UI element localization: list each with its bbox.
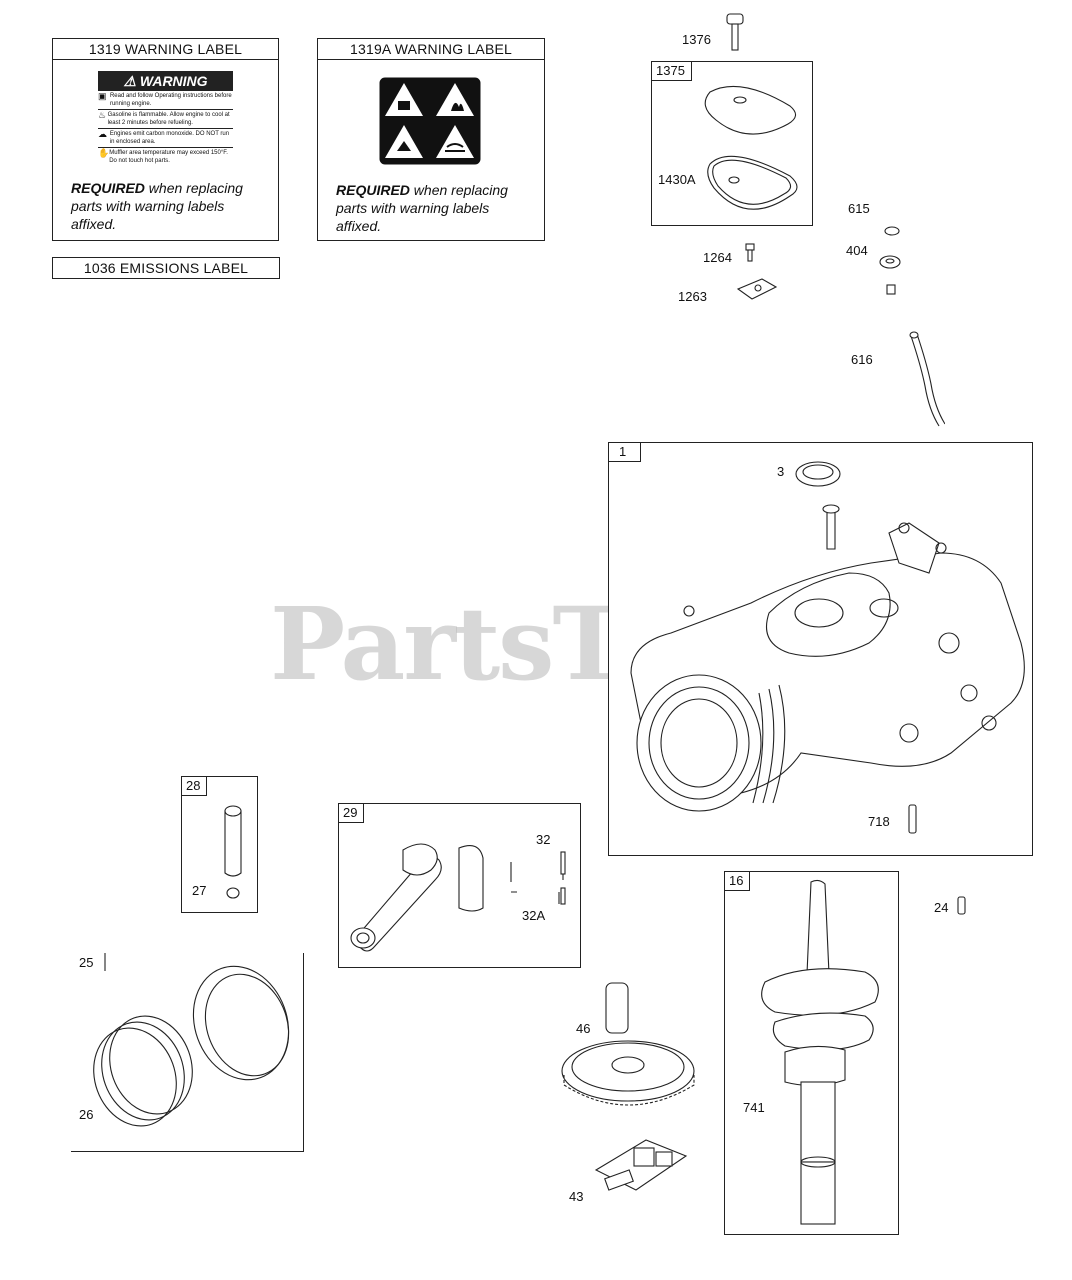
tube-616[interactable] bbox=[905, 328, 945, 428]
part-group-28[interactable]: 28 27 bbox=[181, 776, 258, 913]
part-group-1-cylinder[interactable]: 1 3 718 bbox=[608, 442, 1033, 856]
warning-label-1319a-box[interactable]: 1319A WARNING LABEL REQUIRED when replac… bbox=[317, 38, 545, 241]
part-group-25[interactable]: 25 26 bbox=[71, 953, 304, 1152]
callout-46: 46 bbox=[576, 1021, 591, 1036]
warning-label-1319a-note: REQUIRED when replacing parts with warni… bbox=[336, 182, 508, 234]
dowel-24[interactable] bbox=[956, 895, 968, 917]
emissions-label-1036-box[interactable]: 1036 EMISSIONS LABEL bbox=[52, 257, 280, 279]
bracket-1263[interactable] bbox=[734, 277, 780, 303]
warning-label-1319-note: REQUIRED when replacing parts with warni… bbox=[71, 180, 243, 232]
fire-icon: ♨ bbox=[98, 110, 107, 120]
warning-label-1319-title: 1319 WARNING LABEL bbox=[53, 39, 278, 60]
callout-615: 615 bbox=[848, 201, 870, 216]
callout-32: 32 bbox=[536, 832, 551, 847]
warning-label-1319a-title: 1319A WARNING LABEL bbox=[318, 39, 544, 60]
alert-triangle-icon: ⚠ bbox=[123, 73, 140, 89]
crankshaft-drawing bbox=[761, 879, 879, 1225]
part-group-16[interactable]: 16 741 bbox=[724, 871, 899, 1235]
part-group-29[interactable]: 29 32 32A bbox=[338, 803, 581, 968]
fumes-icon: ☁ bbox=[98, 129, 107, 139]
callout-24: 24 bbox=[934, 900, 949, 915]
screw-1264[interactable] bbox=[743, 243, 757, 263]
callout-718: 718 bbox=[868, 814, 890, 829]
hot-surface-icon: ✋ bbox=[98, 148, 110, 158]
warning-decal-line: ☁ Engines emit carbon monoxide. DO NOT r… bbox=[98, 129, 233, 148]
callout-29: 29 bbox=[339, 804, 365, 823]
governor-43[interactable] bbox=[586, 1130, 696, 1200]
warning-decal-line: ♨ Gasoline is flammable. Allow engine to… bbox=[98, 110, 233, 129]
emissions-label-1036-title: 1036 EMISSIONS LABEL bbox=[83, 260, 249, 276]
warning-decal-line: ▣ Read and follow Operating instructions… bbox=[98, 91, 233, 110]
connecting-rod-drawing bbox=[350, 843, 566, 952]
callout-43: 43 bbox=[569, 1189, 584, 1204]
callout-1375: 1375 bbox=[652, 62, 692, 81]
callout-1: 1 bbox=[609, 443, 642, 462]
washer-404[interactable] bbox=[878, 252, 902, 272]
callout-26: 26 bbox=[79, 1107, 94, 1122]
callout-27: 27 bbox=[192, 883, 207, 898]
warning-label-1319-box[interactable]: 1319 WARNING LABEL ⚠ WARNING ▣ Read and … bbox=[52, 38, 279, 241]
manual-icon: ▣ bbox=[98, 91, 107, 101]
callout-28: 28 bbox=[182, 777, 208, 796]
callout-616: 616 bbox=[851, 352, 873, 367]
part-group-1375[interactable]: 1375 1430A bbox=[651, 61, 813, 226]
stud-nut[interactable] bbox=[885, 283, 897, 297]
bolt-1376[interactable] bbox=[723, 12, 747, 52]
callout-3: 3 bbox=[777, 464, 785, 479]
warning-decal-heading: ⚠ WARNING bbox=[98, 71, 233, 91]
callout-25: 25 bbox=[79, 955, 94, 970]
warning-decal-line: ✋ Muffler area temperature may exceed 15… bbox=[98, 148, 228, 165]
piston-pin-drawing bbox=[224, 805, 242, 899]
warning-decal: ⚠ WARNING ▣ Read and follow Operating in… bbox=[98, 71, 233, 166]
callout-1376: 1376 bbox=[682, 32, 711, 47]
callout-741: 741 bbox=[743, 1100, 765, 1115]
callout-16: 16 bbox=[725, 872, 751, 891]
callout-32a: 32A bbox=[522, 908, 546, 923]
cover-part-drawing bbox=[704, 85, 798, 210]
callout-1264: 1264 bbox=[703, 250, 732, 265]
camshaft-gear-46[interactable] bbox=[556, 975, 706, 1115]
callout-1430a: 1430A bbox=[658, 172, 696, 187]
callout-404: 404 bbox=[846, 243, 868, 258]
nut-615[interactable] bbox=[883, 224, 901, 238]
piston-drawing bbox=[93, 953, 290, 1127]
cylinder-block-drawing bbox=[630, 461, 1025, 834]
callout-1263: 1263 bbox=[678, 289, 707, 304]
warning-pictogram-decal bbox=[379, 77, 481, 165]
